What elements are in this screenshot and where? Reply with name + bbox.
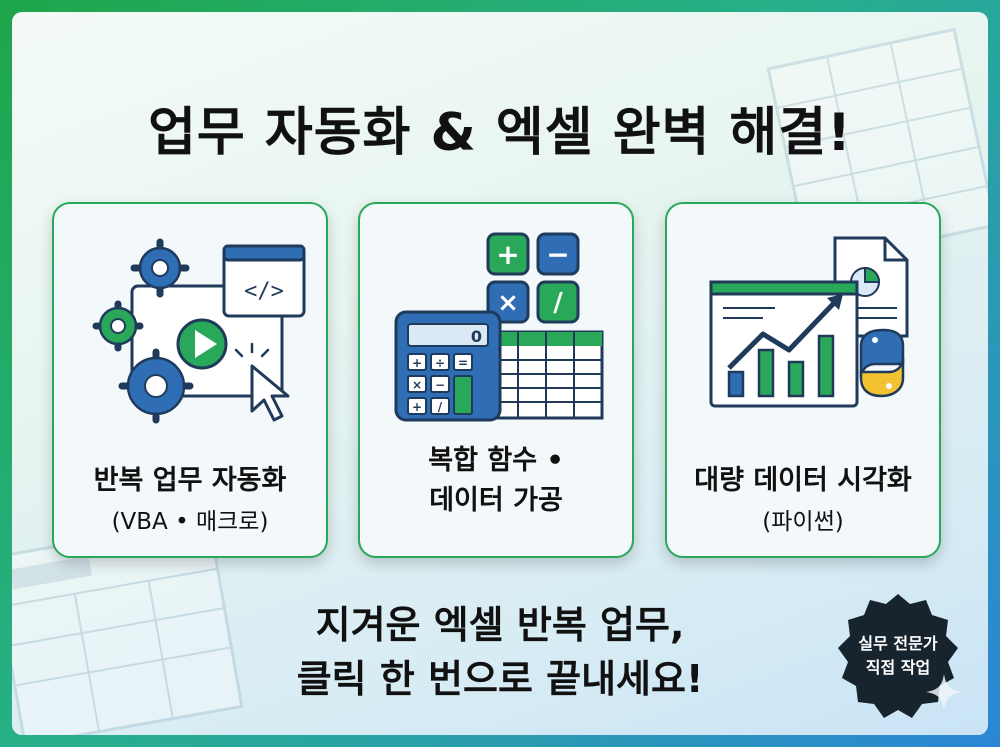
slogan-line1: 지겨운 엑셀 반복 업무, bbox=[315, 603, 685, 647]
automation-gears-play-icon: </> bbox=[92, 238, 306, 424]
svg-text:×: × bbox=[497, 288, 519, 318]
badge-seal-icon bbox=[838, 594, 958, 718]
card-title: 대량 데이터 시각화 bbox=[694, 465, 912, 496]
sparkle-icon bbox=[926, 674, 962, 710]
svg-text:/: / bbox=[438, 400, 443, 414]
card-title-line1: 복합 함수 • bbox=[428, 445, 564, 476]
slogan-line2: 클릭 한 번으로 끝내세요! bbox=[296, 657, 704, 701]
svg-text:+: + bbox=[496, 238, 519, 271]
svg-text:=: = bbox=[458, 356, 468, 370]
badge-line1: 실무 전문가 bbox=[858, 634, 938, 653]
svg-text:/: / bbox=[553, 288, 563, 318]
svg-text:×: × bbox=[412, 378, 422, 392]
banner-background: 업무 자동화 & 엑셀 완벽 해결! </> bbox=[12, 12, 988, 735]
calculator-spreadsheet-icon: + − × / 0 bbox=[394, 232, 604, 422]
card-title: 반복 업무 자동화 bbox=[93, 465, 287, 496]
feature-card-automation: </> bbox=[52, 202, 328, 558]
card-subtitle: (VBA • 매크로) bbox=[111, 509, 269, 535]
feature-card-visualization: 대량 데이터 시각화 (파이썬) bbox=[665, 202, 941, 558]
svg-text:−: − bbox=[435, 378, 445, 392]
svg-text:÷: ÷ bbox=[435, 356, 445, 370]
expert-badge: 실무 전문가 직접 작업 bbox=[834, 592, 962, 720]
card-subtitle: (파이썬) bbox=[762, 509, 844, 535]
card-title-line2: 데이터 가공 bbox=[429, 485, 563, 516]
svg-text:+: + bbox=[412, 356, 422, 370]
svg-text:−: − bbox=[546, 238, 569, 271]
svg-text:</>: </> bbox=[244, 279, 284, 304]
svg-text:+: + bbox=[412, 400, 422, 414]
badge-line2: 직접 작업 bbox=[865, 658, 931, 677]
feature-card-functions: + − × / 0 bbox=[358, 202, 634, 558]
chart-python-icon bbox=[709, 236, 909, 408]
svg-text:0: 0 bbox=[471, 327, 482, 346]
headline: 업무 자동화 & 엑셀 완벽 해결! bbox=[148, 103, 852, 163]
